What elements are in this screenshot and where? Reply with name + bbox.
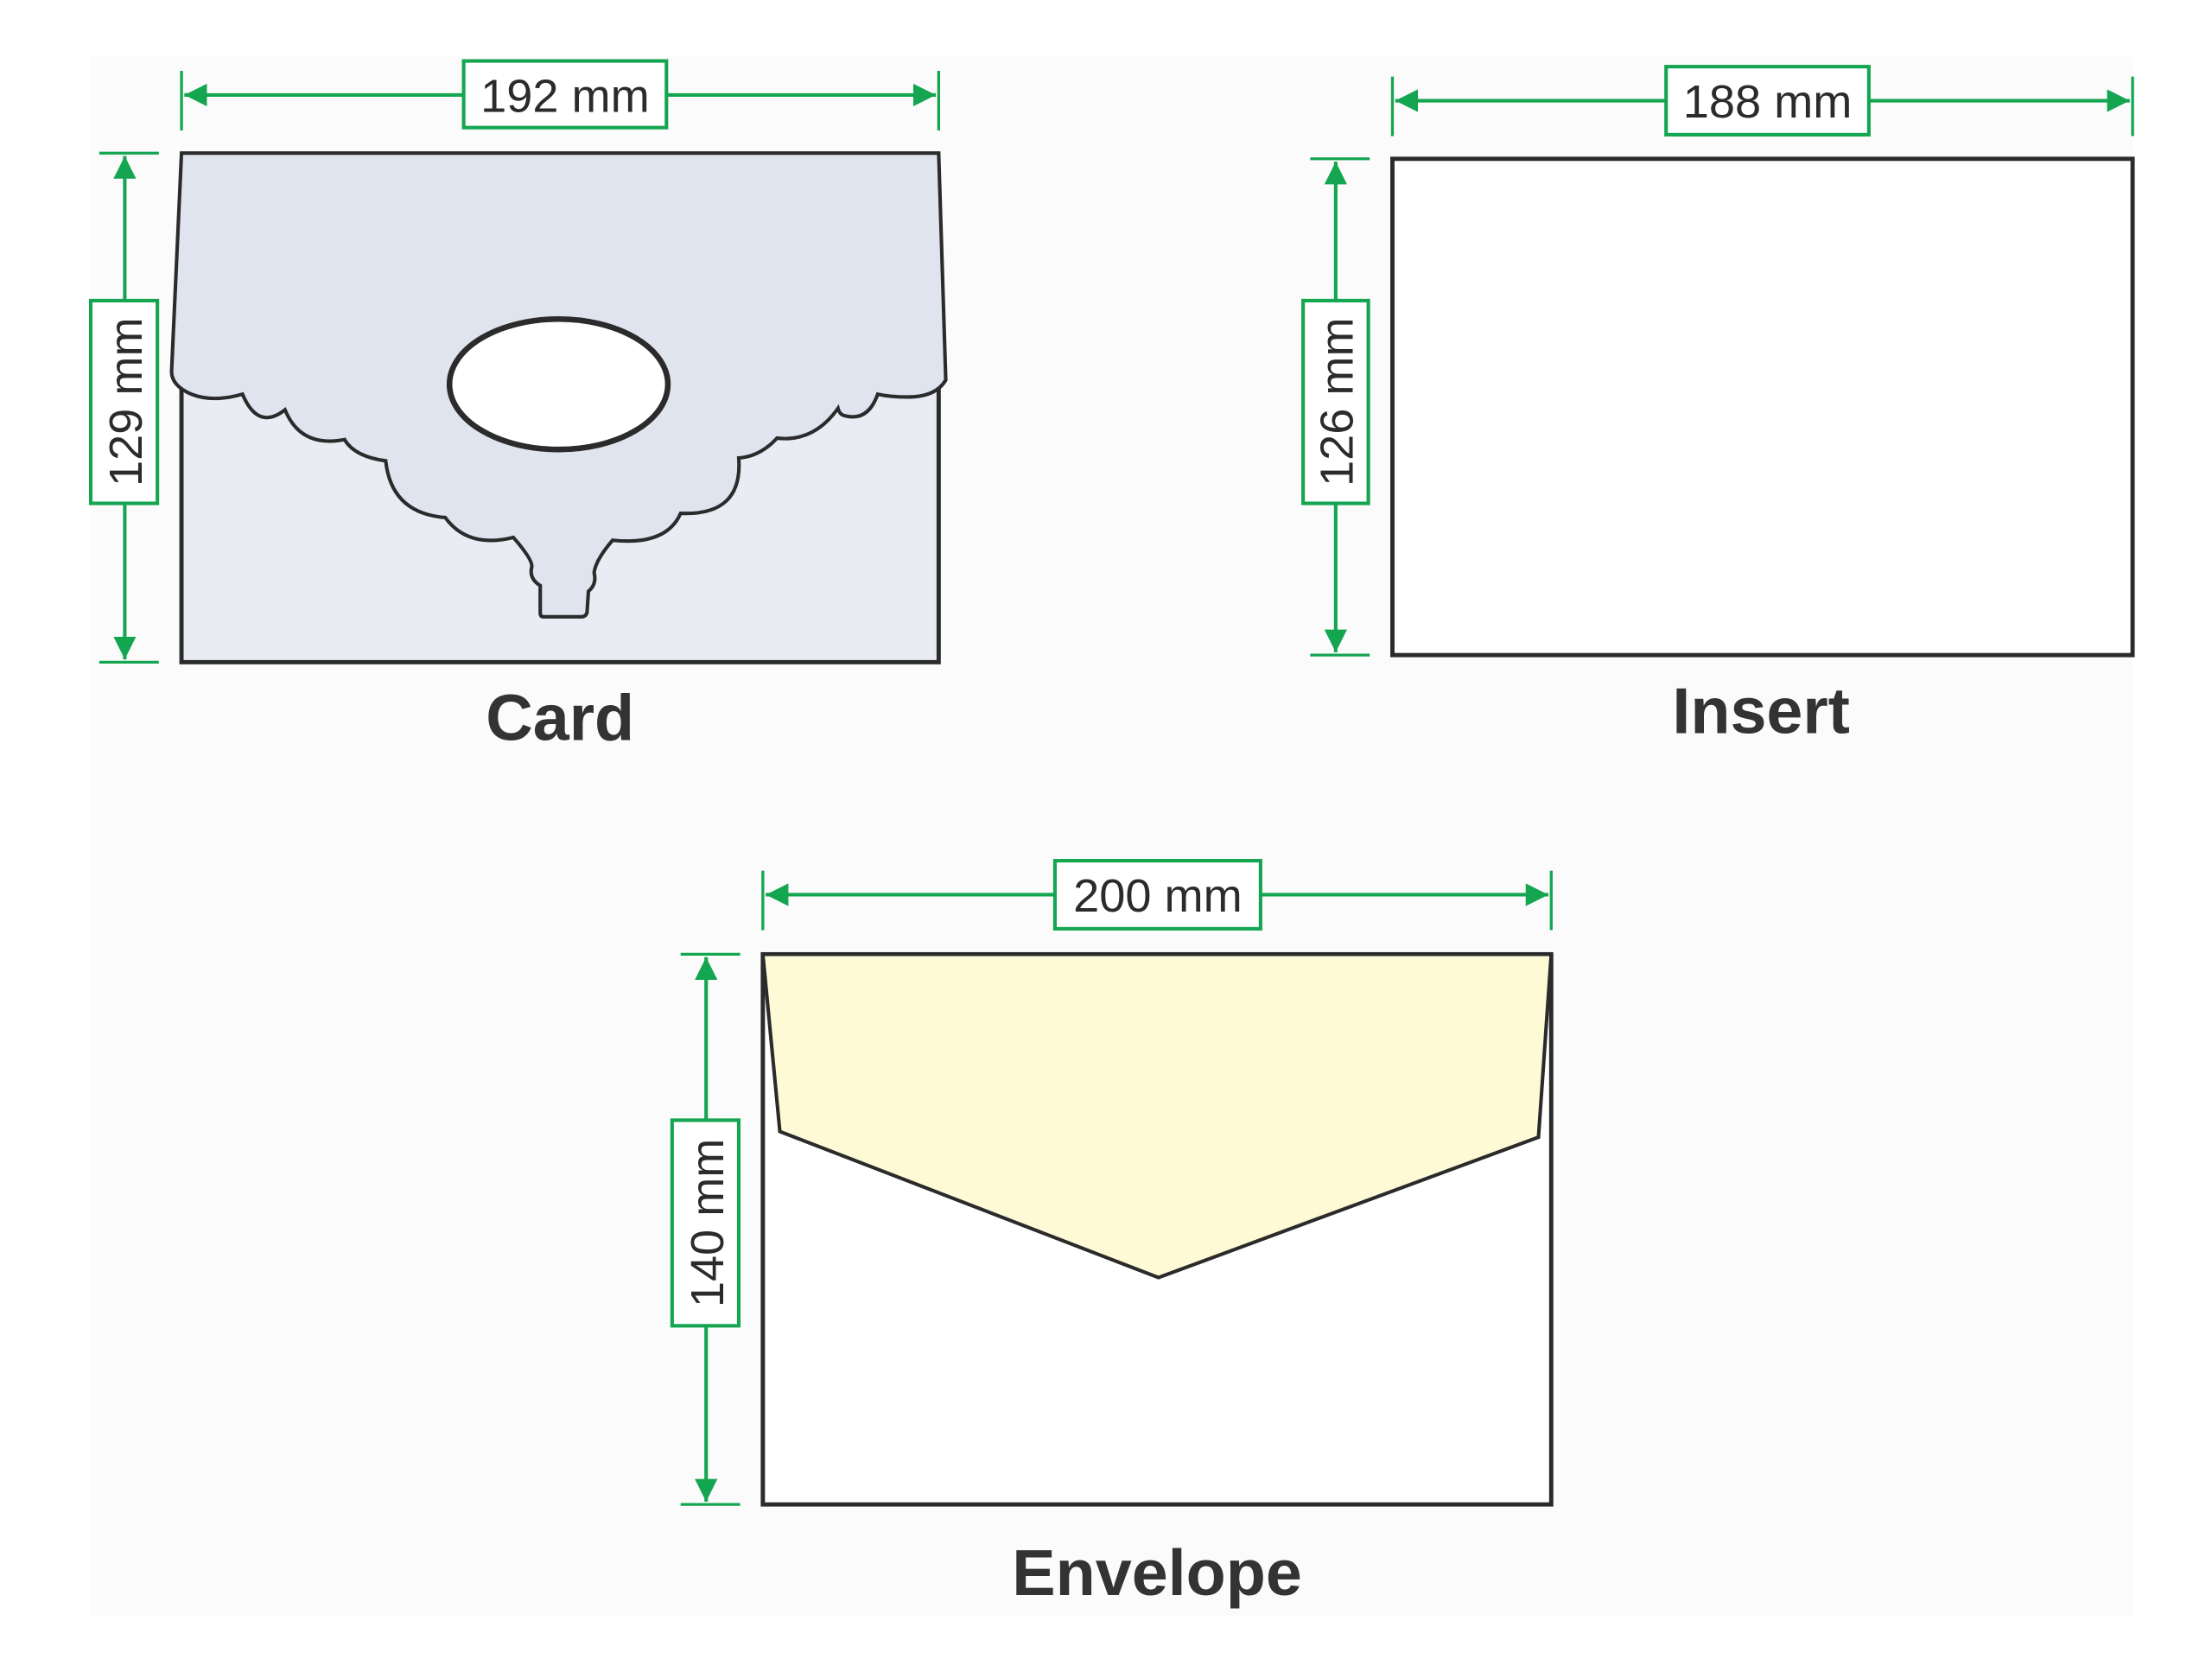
envelope-height-label-box <box>670 1118 741 1328</box>
envelope-drawing: 200 mm 140 mm Envelope <box>670 859 1554 1609</box>
card-height-label-box <box>88 298 160 505</box>
envelope-width-label: 200 mm <box>1073 870 1243 922</box>
insert-width-label-box <box>1664 65 1871 137</box>
card-height-label: 129 mm <box>100 317 152 486</box>
envelope-height-label: 140 mm <box>682 1139 734 1308</box>
envelope-title: Envelope <box>1012 1536 1302 1609</box>
insert-height-label: 126 mm <box>1312 317 1363 486</box>
envelope-width-label-box <box>1052 859 1262 931</box>
card-oval-window <box>446 315 671 453</box>
insert-height-label-box <box>1301 298 1370 505</box>
envelope-flap <box>760 952 1554 1280</box>
insert-width-label: 188 mm <box>1683 76 1853 128</box>
card-width-label: 192 mm <box>480 71 650 123</box>
card-width-label-box <box>461 59 669 130</box>
insert-sheet <box>1390 156 2135 658</box>
insert-drawing: 188 mm 126 mm Insert <box>1301 65 2135 747</box>
card-title: Card <box>486 682 634 754</box>
insert-title: Insert <box>1672 674 1850 747</box>
card-drawing: 192 mm 129 mm Card <box>88 59 948 754</box>
